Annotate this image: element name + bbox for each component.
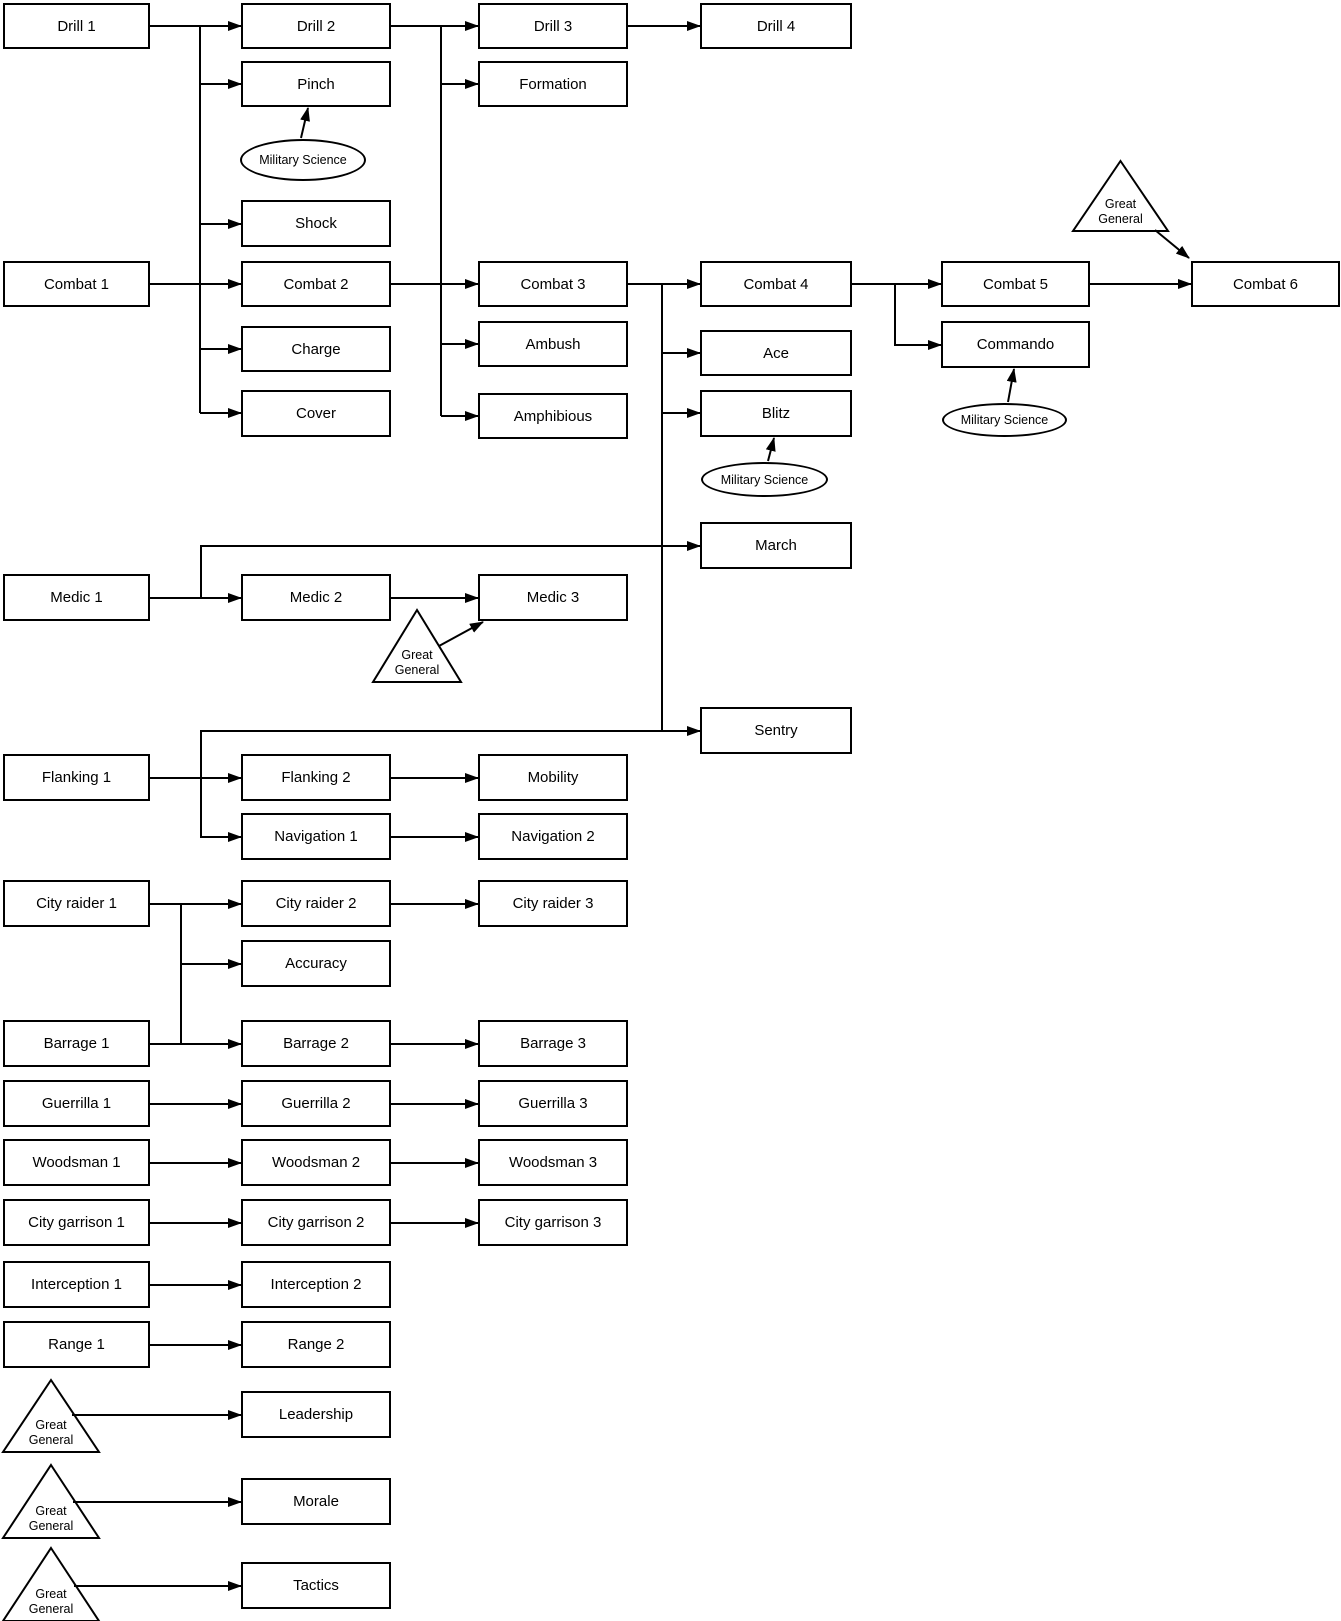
great-general-medic3-triangle-shape — [371, 608, 463, 683]
edge-greatgeneral-to-medic3 — [438, 621, 484, 647]
great-general-combat6-triangle-shape — [1071, 159, 1170, 232]
edge-greatgeneral-to-combat6 — [1154, 229, 1190, 259]
great-general-tactics-triangle-shape — [1, 1546, 101, 1621]
edge-flanking1-to-navigation1 — [200, 778, 242, 842]
edge-combat4-to-commando — [894, 284, 942, 350]
edge-flanking1-to-sentry — [200, 726, 701, 778]
edge-militaryscience-to-pinch — [300, 107, 310, 139]
edge-militaryscience-to-blitz — [765, 437, 776, 462]
edge-militaryscience-to-commando — [1006, 368, 1017, 403]
edge-medic1-to-march — [200, 541, 701, 598]
